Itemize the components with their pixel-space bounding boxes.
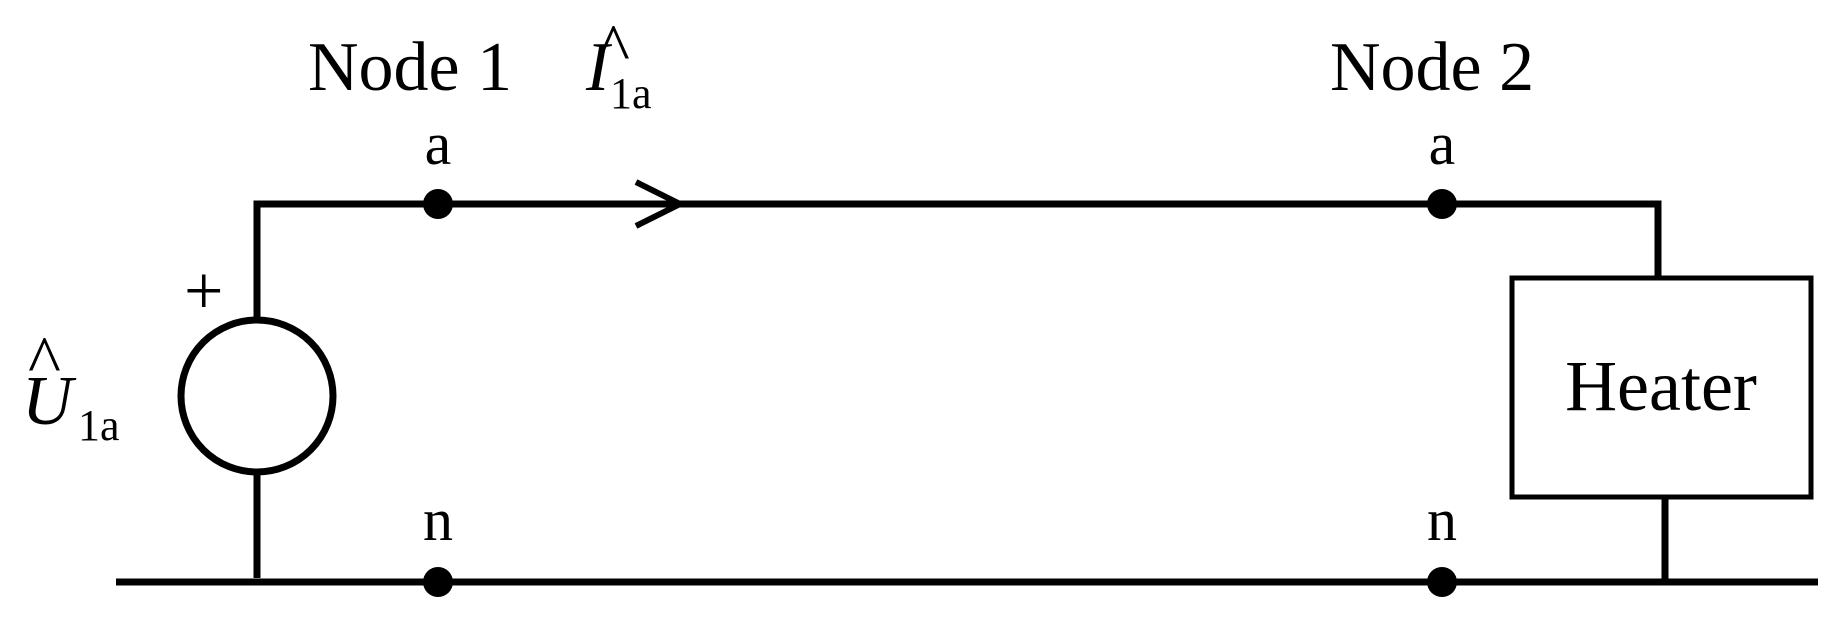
current-symbol: I <box>585 29 613 106</box>
node2-title: Node 2 <box>1330 29 1534 106</box>
node1-neutral-label: n <box>423 487 453 553</box>
current-hat: ^ <box>597 11 630 88</box>
source-hat: ^ <box>28 323 61 400</box>
node2-phase-dot <box>1427 189 1457 219</box>
source-polarity-plus: + <box>184 253 223 330</box>
source-voltage-label: ^ U 1a <box>22 323 120 450</box>
node2-neutral-label: n <box>1427 487 1457 553</box>
node1-neutral-dot <box>423 567 453 597</box>
source-symbol: U <box>22 363 77 440</box>
node2-neutral-dot <box>1427 567 1457 597</box>
current-subscript: 1a <box>610 69 652 118</box>
node1-phase-label: a <box>425 111 452 177</box>
source-subscript: 1a <box>78 401 120 450</box>
node1-phase-dot <box>423 189 453 219</box>
current-label: ^ I 1a <box>585 11 652 118</box>
current-arrow-icon <box>634 179 687 229</box>
node2-phase-label: a <box>1429 111 1456 177</box>
node1-title: Node 1 <box>308 29 512 106</box>
heater-label: Heater <box>1565 346 1757 426</box>
voltage-source <box>177 316 337 476</box>
heater-box <box>1509 275 1814 500</box>
